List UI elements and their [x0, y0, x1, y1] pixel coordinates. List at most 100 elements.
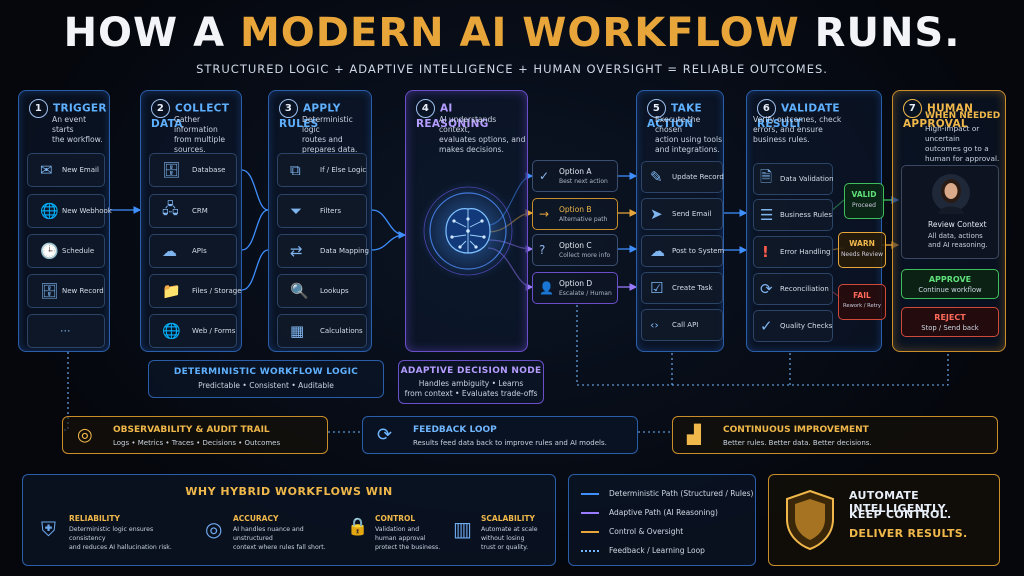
- shield-check-icon: ⛨: [41, 517, 56, 541]
- collect-item-apis[interactable]: ☁APIs: [149, 234, 237, 268]
- edit-icon: ✎: [650, 168, 663, 186]
- action-item-create-task[interactable]: ☑Create Task: [641, 272, 723, 304]
- globe-icon: 🌐: [40, 202, 59, 220]
- legend-item-feedback: Feedback / Learning Loop: [581, 546, 705, 555]
- trigger-item-new-email[interactable]: ✉New Email: [27, 153, 105, 187]
- web-icon: 🌐: [162, 322, 181, 340]
- bar-chart-icon: ▥: [453, 517, 472, 541]
- flow-icon: ⧉: [290, 161, 301, 179]
- step-title: TRIGGER: [53, 102, 107, 115]
- send-icon: ➤: [650, 205, 663, 223]
- check-square-icon: ☑: [650, 279, 664, 297]
- step-description: AI understands context,evaluates options…: [439, 115, 526, 154]
- crm-icon: 🖧: [162, 199, 179, 218]
- action-item-send-email[interactable]: ➤Send Email: [641, 198, 723, 230]
- trigger-item-new-webhook[interactable]: 🌐New Webhook: [27, 194, 112, 228]
- validate-item-business-rules[interactable]: ☰Business Rules: [753, 199, 833, 231]
- question-icon: ?: [539, 243, 546, 257]
- edge-rules-ai-2: [371, 234, 406, 251]
- action-item-call-api[interactable]: ‹›Call API: [641, 309, 723, 341]
- rules-item-filters[interactable]: ⏷Filters: [277, 194, 367, 228]
- check-circle-icon: ✓: [539, 169, 550, 183]
- rules-item-if-else[interactable]: ⧉If / Else Logic: [277, 153, 367, 187]
- trigger-item-schedule[interactable]: 🕒Schedule: [27, 234, 105, 268]
- check-circle-icon: ✓: [760, 317, 773, 335]
- avatar: [932, 174, 970, 214]
- review-title: Review Context: [928, 220, 987, 229]
- collect-item-web-forms[interactable]: 🌐Web / Forms: [149, 314, 237, 348]
- target-icon: ◎: [205, 517, 223, 541]
- cta-panel: AUTOMATE INTELLIGENTLY. KEEP CONTROL. DE…: [768, 474, 1000, 566]
- observability-panel: ◎ OBSERVABILITY & AUDIT TRAIL Logs • Met…: [62, 416, 328, 454]
- validate-item-reconciliation[interactable]: ⟳Reconciliation: [753, 273, 833, 305]
- cta-line-1: AUTOMATE INTELLIGENTLY.: [849, 489, 949, 515]
- rules-item-lookups[interactable]: 🔍Lookups: [277, 274, 367, 308]
- list-icon: ☰: [760, 206, 774, 224]
- reject-button[interactable]: REJECT Stop / Send back: [901, 307, 999, 337]
- why-hybrid-title: WHY HYBRID WORKFLOWS WIN: [185, 485, 393, 498]
- document-check-icon: 🗎: [760, 167, 773, 186]
- trigger-item-more[interactable]: ···: [27, 314, 105, 348]
- trigger-item-new-record[interactable]: 🗄New Record: [27, 274, 105, 308]
- page-subtitle: STRUCTURED LOGIC + ADAPTIVE INTELLIGENCE…: [196, 62, 828, 76]
- edge-rules-ai-1: [371, 209, 407, 239]
- rules-item-data-mapping[interactable]: ⇄Data Mapping: [277, 234, 369, 268]
- edge-collect-rules-3: [241, 249, 269, 291]
- cta-line-2: KEEP CONTROL.: [849, 508, 952, 521]
- folder-icon: 📁: [162, 282, 181, 300]
- code-icon: ‹›: [650, 318, 659, 332]
- collect-item-files[interactable]: 📁Files / Storage: [149, 274, 242, 308]
- collect-item-crm[interactable]: 🖧CRM: [149, 194, 237, 228]
- cta-line-3: DELIVER RESULTS.: [849, 527, 968, 540]
- mail-icon: ✉: [40, 161, 53, 179]
- target-icon: ◎: [77, 424, 93, 446]
- magnifier-icon: 🔍: [290, 282, 309, 300]
- shield-check-icon: [786, 489, 834, 551]
- rules-item-calculations[interactable]: ▦Calculations: [277, 314, 367, 348]
- edge-collect-rules-2: [241, 209, 269, 251]
- lock-icon: 🔒: [347, 517, 369, 537]
- brain-icon: [418, 181, 518, 281]
- legend-item-adaptive: Adaptive Path (AI Reasoning): [581, 508, 718, 517]
- growth-chart-icon: ▟: [687, 424, 701, 446]
- approve-button[interactable]: APPROVE Continue workflow: [901, 269, 999, 299]
- more-icon: ···: [60, 324, 71, 338]
- validate-item-quality-checks[interactable]: ✓Quality Checks: [753, 310, 833, 342]
- validate-item-data-validation[interactable]: 🗎Data Validation: [753, 163, 834, 195]
- collect-item-database[interactable]: 🗄Database: [149, 153, 237, 187]
- continuous-improvement-panel: ▟ CONTINUOUS IMPROVEMENT Better rules. B…: [672, 416, 998, 454]
- action-item-post-to-system[interactable]: ☁Post to System: [641, 235, 724, 267]
- page-title: HOW A MODERN AI WORKFLOW RUNS.: [63, 10, 961, 56]
- user-icon: 👤: [539, 281, 554, 295]
- action-item-update-record[interactable]: ✎Update Record: [641, 161, 724, 193]
- adaptive-decision-panel: ADAPTIVE DECISION NODE Handles ambiguity…: [398, 360, 544, 404]
- database-icon: 🗄: [162, 161, 182, 179]
- refresh-icon: ⟳: [760, 280, 773, 298]
- validate-item-error-handling[interactable]: !Error Handling: [753, 236, 833, 268]
- database-icon: 🗄: [40, 282, 60, 300]
- cloud-upload-icon: ☁: [650, 242, 665, 260]
- arrow-right-icon: →: [539, 207, 550, 221]
